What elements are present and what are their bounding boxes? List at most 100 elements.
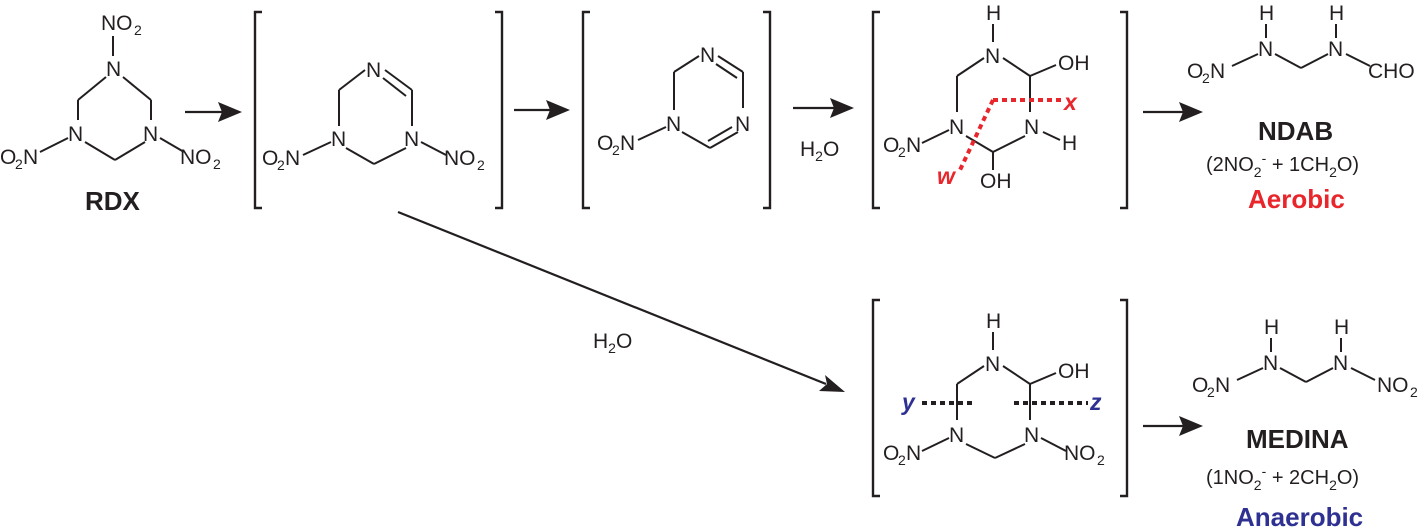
ndab-h2: H [1329,2,1344,25]
bond [1279,367,1307,383]
medina-left-o: O [1192,374,1208,397]
i3-n-right: N [1024,116,1039,139]
bond [709,131,739,149]
bond [681,131,711,149]
medina-yield: (1NO2- + 2CH2O) [1206,463,1359,493]
bond [77,76,107,101]
bracket-left [871,298,880,498]
i4-left-sub: 2 [898,452,906,468]
bond [1002,365,1031,385]
bond [1274,53,1302,69]
bond [921,437,950,452]
i4-n-top: N [985,353,1000,376]
arrow-diagonal [397,210,845,392]
i2-left-n: N [620,132,635,155]
medina-left-sub: 2 [1207,384,1215,400]
bond [1029,64,1057,77]
rdx-left-n: N [23,146,38,169]
medina-right-no: NO [1377,374,1409,397]
water-label-bottom: H2O [593,330,632,356]
bracket-left [581,10,590,210]
cleavage-mark-w: w [937,163,957,189]
bond [345,147,375,165]
cleavage-mark-y: y [901,389,916,415]
intermediate-2: N N N O 2 N [581,10,772,210]
bond [1236,367,1264,381]
cleavage-mark-x: x [1062,89,1078,115]
bond [707,126,733,142]
i1-n-left: N [331,128,346,151]
i3-oh-top: OH [1058,52,1090,75]
rdx-n2: N [68,123,83,146]
medina-left-n: N [1215,374,1230,397]
bond [994,443,1026,459]
bond [84,141,116,161]
ndab-n2: N [1328,38,1343,61]
bracket-left [871,10,880,210]
bracket-right [763,10,772,210]
bond [637,126,667,141]
i3-oh-bottom: OH [980,170,1012,193]
cleavage-mark-z: z [1089,389,1102,415]
i3-n-top: N [985,45,1000,68]
bond [1002,57,1031,77]
bond [114,141,146,161]
bond [1345,53,1371,67]
i4-right-no: NO [1064,442,1096,465]
ndab-label: NDAB [1258,116,1333,146]
bond [1042,131,1061,141]
i4-left-n: N [906,442,921,465]
i2-n-left: N [666,113,681,136]
arrow-1 [185,102,242,122]
bond [382,77,407,97]
ndab-cho: CHO [1368,60,1415,83]
bond [717,55,744,73]
arrow-3 [793,98,854,118]
arrow-2 [514,100,570,120]
bond [384,69,413,91]
medina-structure: H N H N O 2 N NO 2 MEDINA (1NO2- + 2CH2O… [1192,316,1418,530]
rdx-left-o: O [0,146,16,169]
ndab-h1: H [1259,2,1274,25]
i3-left-sub: 2 [898,144,906,160]
bond [673,55,700,73]
rdx-left-sub: 2 [15,156,23,172]
bond [122,76,152,101]
i3-n-left: N [949,116,964,139]
i4-right-sub: 2 [1097,452,1105,468]
intermediate-3: H N OH N N H OH O 2 N x w [871,2,1129,210]
medina-n1: N [1263,352,1278,375]
bond [965,135,994,153]
i2-n-top: N [700,44,715,67]
i2-left-sub: 2 [612,142,620,158]
rdx-right-no: NO [180,146,212,169]
bond [420,141,447,156]
bond [956,57,985,77]
ndab-yield: (2NO2- + 1CH2O) [1206,150,1359,180]
rdx-n1: N [106,58,121,81]
i1-n-imine: N [366,59,381,82]
bond [1350,367,1376,381]
rdx-top-no2-sub: 2 [134,22,142,38]
bond [1300,53,1329,69]
rdx-n3: N [143,123,158,146]
rdx-right-sub: 2 [213,156,221,172]
medina-h2: H [1334,316,1349,339]
medina-right-sub: 2 [1410,384,1418,400]
i3-h-right: H [1062,132,1077,155]
i4-oh: OH [1058,360,1090,383]
medina-n2: N [1333,352,1348,375]
bond [338,69,366,91]
ndab-sub: 2 [1202,70,1210,86]
water-label-top: H2O [800,138,839,164]
rdx-top-no2-no: NO [101,12,133,35]
i3-left-o: O [883,134,899,157]
i1-right-sub: 2 [477,157,485,173]
i4-left-o: O [883,442,899,465]
ndab-structure: H N H N O 2 N CHO NDAB (2NO2- + 1CH2O) A… [1187,2,1415,214]
bracket-left [253,10,262,210]
bond [965,443,996,459]
bond [39,137,69,153]
ndab-n1: N [1258,38,1273,61]
